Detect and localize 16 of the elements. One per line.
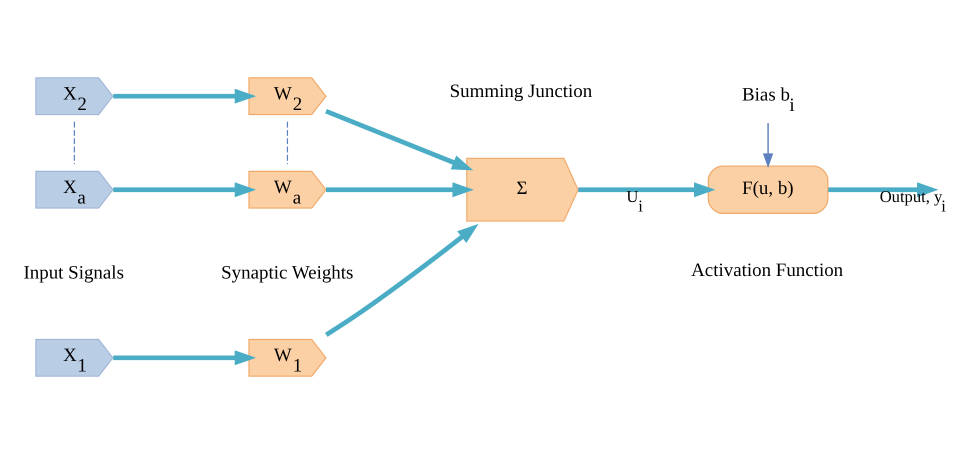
- connector: [74, 121, 75, 164]
- arrow: [324, 223, 479, 336]
- node-label: Synaptic Weights: [221, 262, 354, 283]
- arrow: [762, 122, 774, 168]
- arrow: [828, 182, 938, 197]
- node-label: Summing Junction: [450, 80, 592, 102]
- arrow: [326, 182, 474, 197]
- arrow: [578, 182, 716, 197]
- node-label: Input Signals: [23, 262, 124, 283]
- connector: [286, 121, 288, 164]
- node-label: Activation Function: [691, 259, 844, 280]
- arrow: [325, 108, 474, 170]
- arrow: [113, 350, 256, 365]
- arrow: [113, 88, 256, 104]
- arrow: [113, 182, 256, 197]
- node-box: F(u, b): [708, 164, 828, 214]
